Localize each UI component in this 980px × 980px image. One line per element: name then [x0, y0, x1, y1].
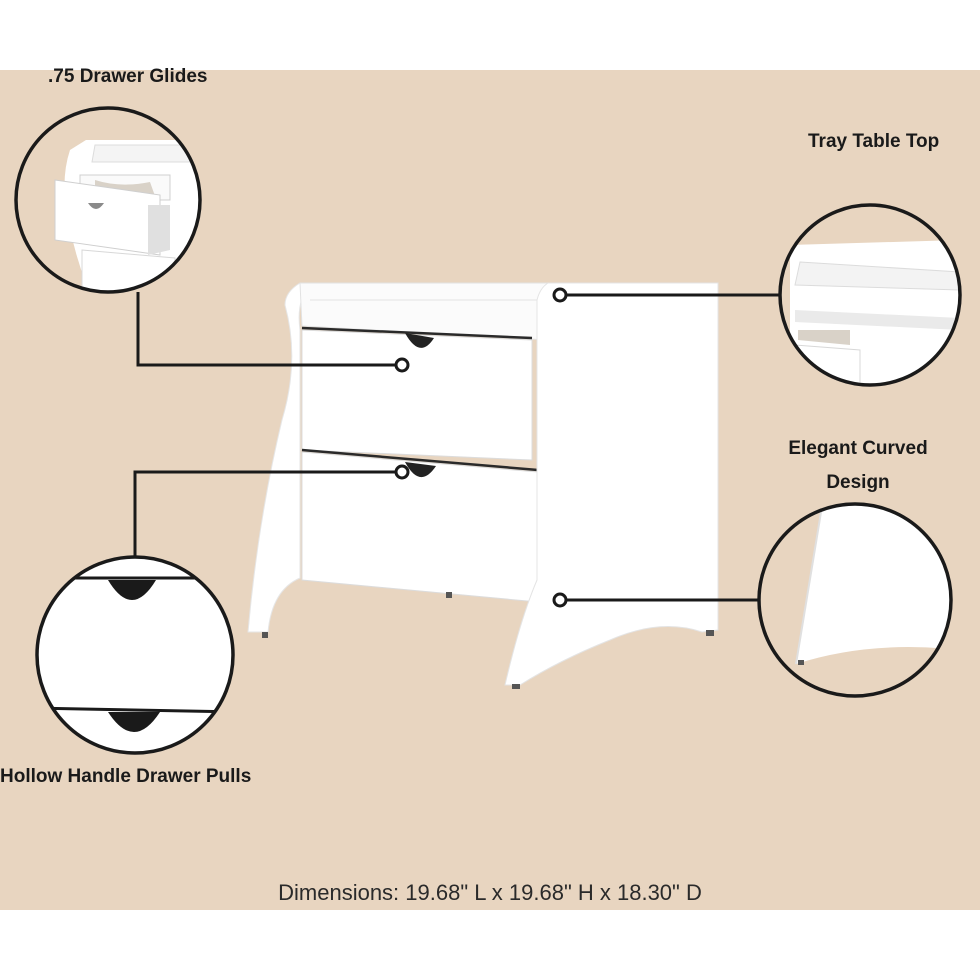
- tray-top-label: Tray Table Top: [808, 131, 940, 152]
- drawer-glides-label: .75 Drawer Glides: [48, 66, 208, 87]
- zoom-curved-design: [757, 502, 953, 698]
- drawer-pulls-label: Hollow Handle Drawer Pulls: [0, 766, 252, 787]
- callout-dots: [394, 287, 568, 608]
- zoom-drawer-glides: [14, 106, 202, 294]
- curved-design-label: Elegant Curved Design: [778, 432, 938, 500]
- right-side-panel: [504, 282, 719, 686]
- leader-lines: [133, 292, 784, 602]
- top-drawer-handle: [405, 333, 434, 348]
- nightstand: [247, 282, 719, 689]
- curved-design-label-line1: Elegant Curved: [788, 438, 928, 459]
- curved-design-label-line2: Design: [826, 472, 890, 493]
- bottom-drawer-handle: [405, 462, 436, 478]
- left-curved-panel: [247, 282, 311, 633]
- top-drawer: [301, 329, 533, 461]
- zoom-drawer-pulls: [35, 555, 235, 755]
- zoom-tray-top: [778, 203, 962, 387]
- dimensions-text: Dimensions: 19.68" L x 19.68" H x 18.30"…: [278, 880, 702, 905]
